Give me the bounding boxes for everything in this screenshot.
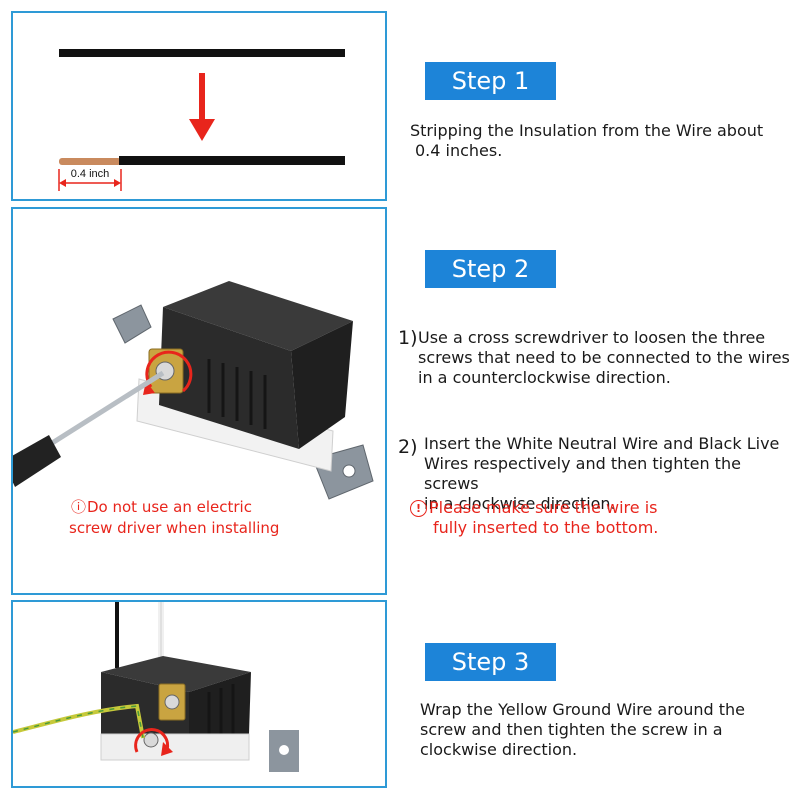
step2-warning: !Please make sure the wire is fully inse… (410, 498, 658, 538)
step3-line-3: clockwise direction. (420, 740, 578, 759)
wire-strip-illustration: 0.4 inch (58, 49, 345, 191)
step1-illustration-panel: 0.4 inch (11, 11, 387, 201)
step1-text: Stripping the Insulation from the Wire a… (410, 121, 763, 161)
insulated-wire (59, 49, 345, 57)
step1-line-1: Stripping the Insulation from the Wire a… (410, 121, 764, 140)
stripped-wire (119, 156, 345, 165)
step2-item2-line-2: Wires respectively and then tighten the … (424, 454, 741, 493)
step3-line-2: screw and then tighten the screw in a (420, 720, 723, 739)
step2-item2-number: 2) (398, 436, 418, 458)
screwdriver-handle (13, 435, 61, 487)
step1-line-2: 0.4 inches. (415, 141, 503, 160)
left-warning-line-2: screw driver when installing (69, 519, 279, 537)
step2-item1-line-1: Use a cross screwdriver to loosen the th… (418, 328, 766, 347)
step2-item2-text: Insert the White Neutral Wire and Black … (424, 434, 800, 514)
step3-illustration-panel (11, 600, 387, 788)
outlet-housing-top (101, 656, 251, 692)
ground-wire-illustration (13, 602, 299, 772)
warning-circle-icon: ! (410, 500, 427, 517)
outlet-housing-top (163, 281, 353, 351)
step2-illustration-panel: ⓘ Do not use an electric screw driver wh… (11, 207, 387, 595)
measure-label: 0.4 inch (71, 168, 110, 180)
step3-text: Wrap the Yellow Ground Wire around the s… (420, 700, 745, 760)
left-warning-line-1: Do not use an electric (87, 498, 252, 516)
housing-ribs (207, 359, 267, 429)
step3-badge: Step 3 (425, 643, 556, 681)
step2-item1-number: 1) (398, 327, 418, 349)
measure-bracket (58, 169, 122, 191)
step2-item2-line-1: Insert the White Neutral Wire and Black … (424, 434, 780, 453)
step2-item1-line-2: screws that need to be connected to the … (418, 348, 790, 367)
outlet-housing-side (291, 321, 353, 449)
step2-item2-line-3: in a clockwise direction. (424, 494, 616, 513)
step2-item1-text: Use a cross screwdriver to loosen the th… (418, 328, 790, 388)
step3-line-1: Wrap the Yellow Ground Wire around the (420, 700, 746, 719)
step2-badge: Step 2 (425, 250, 556, 288)
outlet-base (100, 733, 250, 761)
warning-circle-icon: ⓘ (71, 498, 86, 516)
outlet-screwdriver-illustration: ⓘ Do not use an electric screw driver wh… (13, 281, 374, 537)
step1-badge: Step 1 (425, 62, 556, 100)
rotate-clockwise-icon (134, 728, 173, 756)
arrow-down-icon (189, 73, 215, 141)
left-warning: ⓘ Do not use an electric screw driver wh… (69, 498, 279, 537)
step2-warning-line-1: Please make sure the wire is (429, 498, 658, 517)
stripped-copper-end (59, 158, 121, 165)
screwdriver-shaft (47, 370, 165, 448)
ground-screw (143, 732, 159, 748)
step2-warning-line-2: fully inserted to the bottom. (433, 518, 659, 537)
step2-item1-line-3: in a counterclockwise direction. (418, 368, 671, 387)
